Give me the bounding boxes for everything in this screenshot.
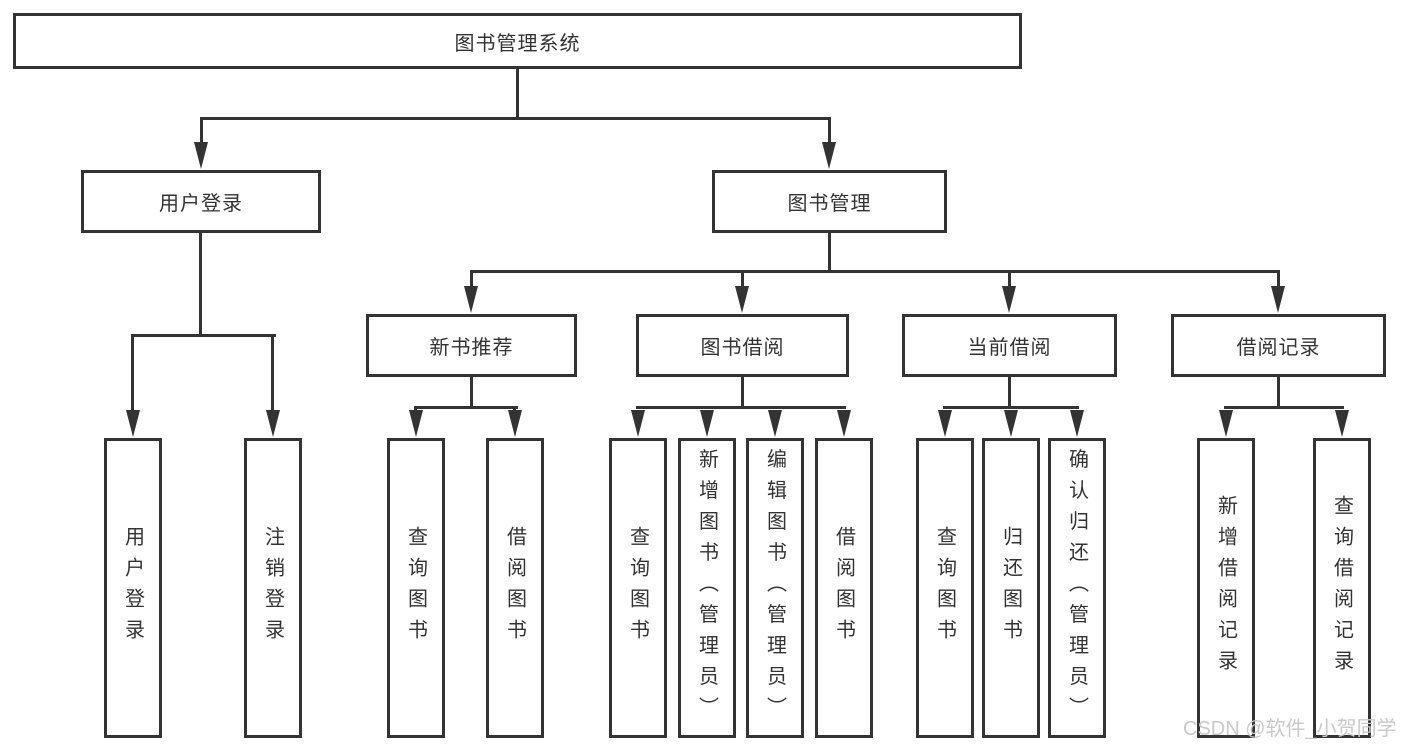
leaf-borrow-books-borrowing-label: 借阅图书 <box>832 526 855 650</box>
arrowhead-icon <box>837 410 851 437</box>
connector-line <box>1008 377 1011 409</box>
leaf-logout: 注销登录 <box>244 438 302 738</box>
connector-line <box>741 270 744 290</box>
arrowhead-icon <box>1335 410 1349 437</box>
leaf-query-books-borrowing: 查询图书 <box>609 438 667 738</box>
node-current-borrowing: 当前借阅 <box>902 314 1117 377</box>
connector-line <box>943 406 1079 409</box>
arrowhead-icon <box>822 142 836 169</box>
connector-line <box>828 233 831 273</box>
node-book-management: 图书管理 <box>712 170 947 233</box>
arrowhead-icon <box>266 410 280 437</box>
arrowhead-icon <box>1070 410 1084 437</box>
arrowhead-icon <box>508 410 522 437</box>
connector-line <box>199 233 202 337</box>
leaf-user-login-label: 用户登录 <box>121 526 144 650</box>
node-borrowing-records: 借阅记录 <box>1171 314 1386 377</box>
arrowhead-icon <box>1002 286 1016 313</box>
connector-line <box>1224 406 1344 409</box>
node-user-login: 用户登录 <box>81 170 321 233</box>
leaf-add-books-admin: 新增图书（管理员） <box>678 438 736 738</box>
connector-line <box>1008 270 1011 290</box>
arrowhead-icon <box>938 410 952 437</box>
arrowhead-icon <box>1271 286 1285 313</box>
leaf-edit-books-admin: 编辑图书（管理员） <box>746 438 804 738</box>
connector-line <box>271 334 274 414</box>
arrowhead-icon <box>1004 410 1018 437</box>
node-library-management-system: 图书管理系统 <box>13 13 1022 69</box>
connector-line <box>470 377 473 409</box>
leaf-query-books-borrowing-label: 查询图书 <box>626 526 649 650</box>
leaf-query-books-current-label: 查询图书 <box>933 526 956 650</box>
connector-line <box>131 334 134 414</box>
connector-line <box>1277 377 1280 409</box>
connector-line <box>200 117 831 120</box>
connector-line <box>636 406 846 409</box>
arrowhead-icon <box>735 286 749 313</box>
connector-line <box>414 406 518 409</box>
leaf-query-books-current: 查询图书 <box>916 438 974 738</box>
leaf-edit-books-admin-label: 编辑图书（管理员） <box>763 448 786 728</box>
leaf-return-books: 归还图书 <box>982 438 1040 738</box>
connector-line <box>131 334 276 337</box>
leaf-return-books-label: 归还图书 <box>999 526 1022 650</box>
leaf-user-login: 用户登录 <box>104 438 162 738</box>
leaf-confirm-return-admin: 确认归还（管理员） <box>1048 438 1106 738</box>
leaf-add-borrow-record: 新增借阅记录 <box>1197 438 1255 738</box>
leaf-query-books-recommend-label: 查询图书 <box>404 526 427 650</box>
connector-line <box>741 377 744 409</box>
leaf-query-books-recommend: 查询图书 <box>387 438 445 738</box>
arrowhead-icon <box>464 286 478 313</box>
connector-line <box>516 69 519 120</box>
leaf-logout-label: 注销登录 <box>261 526 284 650</box>
leaf-borrow-books-recommend: 借阅图书 <box>486 438 544 738</box>
connector-line <box>200 117 203 146</box>
csdn-watermark: CSDN @软件_小贺同学 <box>1183 718 1397 740</box>
arrowhead-icon <box>631 410 645 437</box>
leaf-confirm-return-admin-label: 确认归还（管理员） <box>1065 448 1088 728</box>
leaf-borrow-books-recommend-label: 借阅图书 <box>503 526 526 650</box>
arrowhead-icon <box>1219 410 1233 437</box>
node-book-borrowing: 图书借阅 <box>636 314 849 377</box>
arrowhead-icon <box>126 410 140 437</box>
connector-line <box>1277 270 1280 290</box>
leaf-add-borrow-record-label: 新增借阅记录 <box>1214 495 1237 681</box>
leaf-query-borrow-record: 查询借阅记录 <box>1313 438 1371 738</box>
leaf-add-books-admin-label: 新增图书（管理员） <box>695 448 718 728</box>
connector-line <box>828 117 831 146</box>
connector-line <box>470 270 1280 273</box>
node-new-book-recommendation: 新书推荐 <box>366 314 577 377</box>
leaf-borrow-books-borrowing: 借阅图书 <box>815 438 873 738</box>
arrowhead-icon <box>768 410 782 437</box>
arrowhead-icon <box>700 410 714 437</box>
connector-line <box>470 270 473 290</box>
leaf-query-borrow-record-label: 查询借阅记录 <box>1330 495 1353 681</box>
arrowhead-icon <box>194 142 208 169</box>
arrowhead-icon <box>409 410 423 437</box>
